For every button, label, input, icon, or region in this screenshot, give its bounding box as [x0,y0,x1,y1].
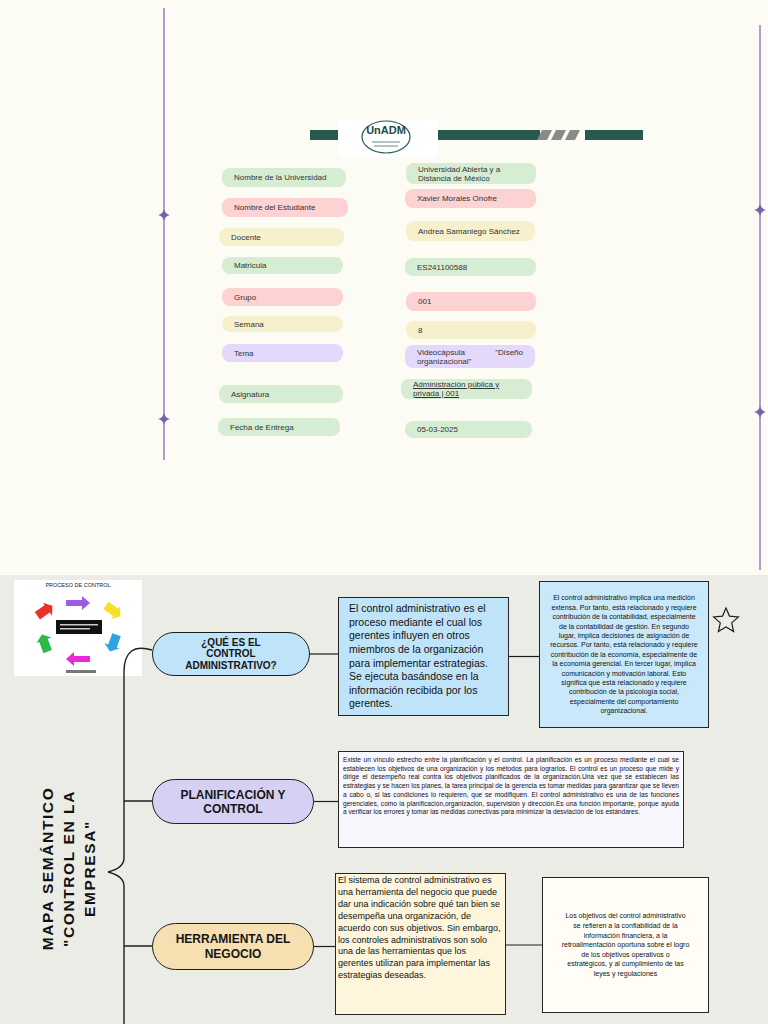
node-text: Nombre del Estudiante [234,203,336,212]
cover-value-pill: 05-03-2025 [405,421,532,438]
node-text: 8 [418,326,524,335]
cover-label-pill: Asignatura [219,385,343,403]
node-text: Xavier Morales Onofre [417,194,524,203]
node-text: ¿QUÉ ES EL CONTROL ADMINISTRATIVO? [177,637,285,672]
detail-box: Los objetivos del control administrativo… [542,877,709,1013]
banner-bar [585,130,643,140]
text-line [66,670,96,673]
cover-label-pill: Nombre del Estudiante [222,198,348,217]
cover-value-pill: 8 [406,321,536,339]
node-text: El control administrativo implica una me… [550,593,698,715]
logo-area [338,119,438,157]
cover-value-pill: ES241100588 [405,258,536,276]
connector-line [506,944,542,945]
topic-pill: ¿QUÉ ES EL CONTROL ADMINISTRATIVO? [152,632,310,676]
cover-value-pill: Universidad Abierta y a Distancia de Méx… [406,163,536,184]
cover-value-pill: Andrea Samaniego Sánchez [406,221,535,241]
sparkle-mark [158,413,170,425]
cycle-arrow [102,632,123,654]
topic-pill: HERRAMIENTA DEL NEGOCIO [152,923,314,970]
process-illustration [14,580,142,676]
map-background [0,575,768,1024]
text-line [60,624,98,626]
node-text: 05-03-2025 [417,425,520,434]
cover-value-pill: 001 [406,292,536,311]
node-text: Tema [234,349,331,358]
node-text: ES241100588 [417,263,524,272]
node-text: Matricula [234,261,331,270]
illustration-title: PROCESO DE CONTROL [14,582,142,588]
connector-line [310,653,338,654]
connector-line [314,801,338,802]
node-text: Andrea Samaniego Sánchez [418,227,523,236]
map-title: MAPA SEMÁNTICO "CONTROL EN LA EMPRESA" [37,782,100,954]
detail-box: El control administrativo implica una me… [539,581,709,728]
star-doodle [714,608,739,632]
node-text: Nombre de la Universidad [234,173,334,182]
node-text: El control administrativo es el proceso … [349,602,498,711]
node-text: HERRAMIENTA DEL NEGOCIO [175,932,291,962]
node-text: Semana [234,320,331,329]
node-text: Docente [231,233,332,242]
cover-label-pill: Semana [222,316,343,332]
definition-box: El sistema de control administrativo es … [335,873,506,1015]
logo-line [374,146,398,147]
node-text: 001 [418,297,524,306]
sparkle-mark [754,204,766,216]
node-text: El sistema de control administrativo es … [338,875,503,982]
cycle-arrow [66,652,90,666]
node-text: Administración pública y privada | 001 [413,380,520,398]
cycle-arrow [33,599,57,622]
cover-value-pill: Administración pública y privada | 001 [401,379,532,399]
connector-line [314,946,335,947]
cycle-arrow [34,632,55,654]
banner-stripes [537,130,580,140]
node-text: Los objetivos del control administrativo… [561,911,690,978]
cover-value-pill: Videocápsula "Diseño organizacional" [405,345,535,368]
cover-label-pill: Tema [222,344,343,362]
cover-label-pill: Grupo [222,288,343,306]
sparkle-mark [158,209,170,221]
logo-text: UnADM [362,124,410,136]
topic-pill: PLANIFICACIÓN Y CONTROL [152,779,314,824]
banner-bar [310,130,338,140]
node-text: PLANIFICACIÓN Y CONTROL [175,788,291,816]
cover-label-pill: Docente [219,228,344,246]
center-panel [56,620,102,634]
node-text: Grupo [234,293,331,302]
definition-box: El control administrativo es el proceso … [338,597,509,716]
margin-line [163,8,164,460]
margin-line [759,25,760,570]
node-text: Videocápsula "Diseño organizacional" [417,348,523,366]
cycle-arrow [101,599,125,622]
node-text: Asignatura [231,390,331,399]
cover-label-pill: Fecha de Entrega [218,418,340,436]
cover-value-pill: Xavier Morales Onofre [405,189,536,208]
text-line [60,628,90,630]
node-text: Fecha de Entrega [230,423,328,432]
logo-line [372,142,400,143]
banner-bar [438,130,540,140]
cover-label-pill: Nombre de la Universidad [222,168,346,187]
logo-oval [362,121,410,153]
map-brace [108,648,152,1024]
node-text: Existe un vínculo estrecho entre la plan… [343,756,679,817]
connector-line [509,656,539,657]
node-text: Universidad Abierta y a Distancia de Méx… [418,165,524,183]
sparkle-mark [754,406,766,418]
cover-label-pill: Matricula [222,257,343,274]
cycle-arrow [66,596,90,610]
detail-box: Existe un vínculo estrecho entre la plan… [338,751,684,848]
